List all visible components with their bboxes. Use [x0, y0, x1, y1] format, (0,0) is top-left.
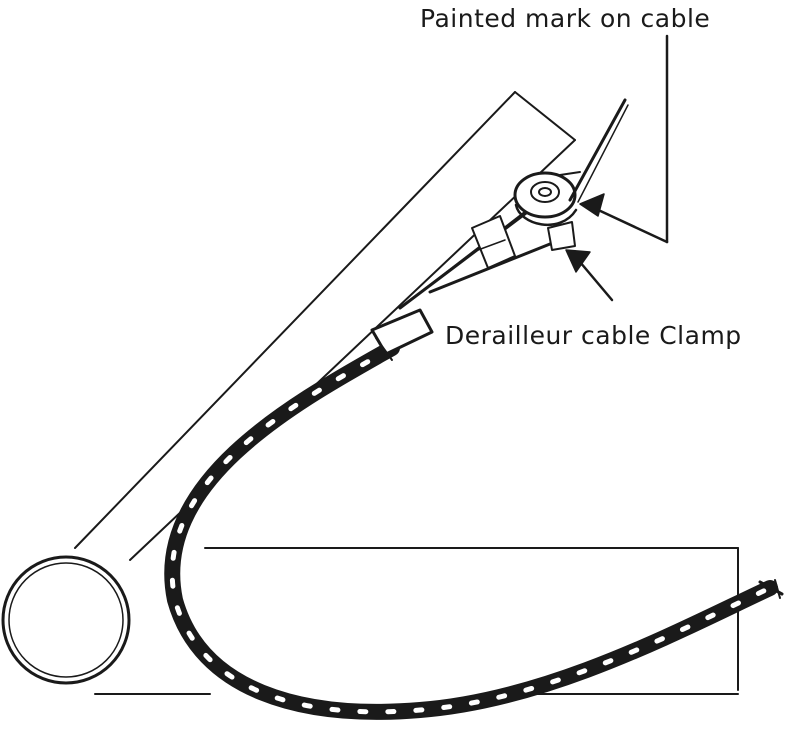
- painted-mark-leader: [579, 34, 669, 244]
- clamp-leader: [565, 249, 614, 302]
- housing-stop: [370, 308, 434, 361]
- clamp-label: Derailleur cable Clamp: [445, 321, 742, 350]
- cable-guide: [398, 199, 562, 310]
- bottom-bracket: [1, 555, 131, 685]
- inner-cable: [559, 98, 629, 203]
- cable-housing: [164, 340, 784, 720]
- cable-clamp: [513, 171, 578, 251]
- painted-mark-label: Painted mark on cable: [420, 4, 711, 33]
